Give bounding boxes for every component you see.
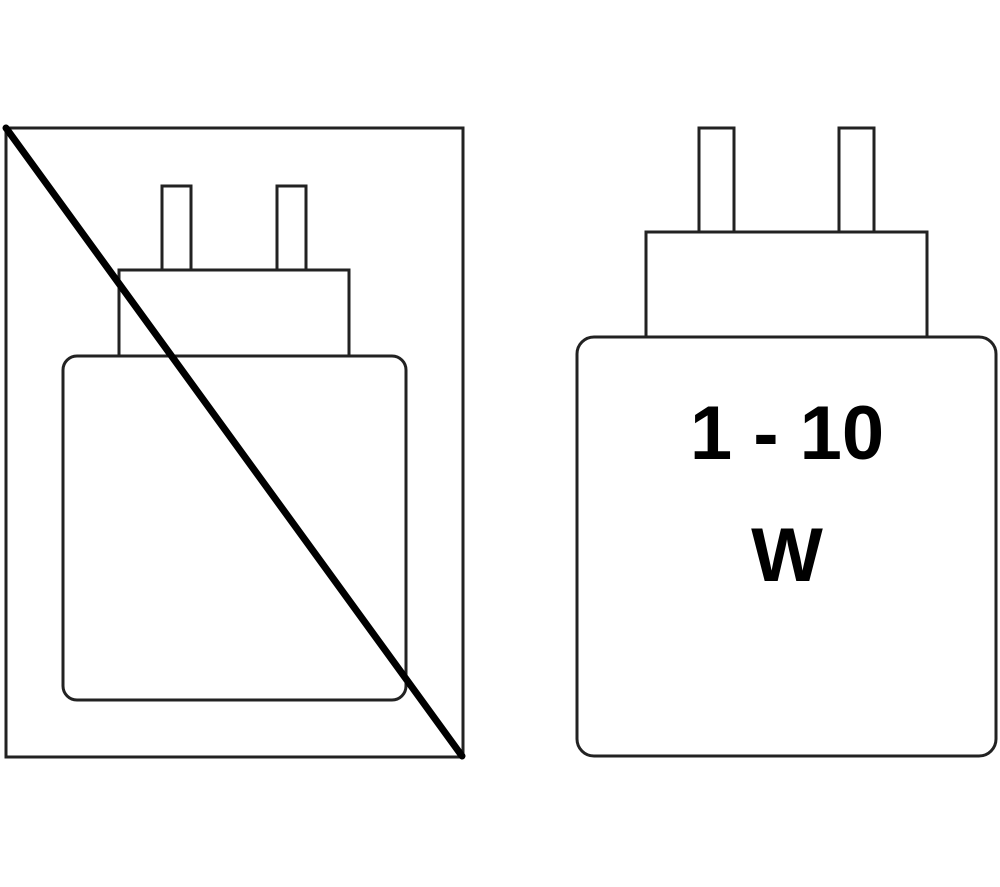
wattage-unit-label: W <box>751 513 823 598</box>
right-charger-prong-left <box>697 126 736 234</box>
crossed-frame <box>4 126 465 759</box>
left-charger-prong-right <box>275 184 308 272</box>
right-charger-body <box>575 335 998 758</box>
left-charger-prong-left <box>160 184 193 272</box>
left-charger-neck <box>117 268 351 359</box>
strike-through-line <box>2 124 466 760</box>
right-charger-neck <box>644 230 929 340</box>
no-charger-included-icon <box>2 124 466 760</box>
wattage-range-label: 1 - 10 <box>690 391 884 476</box>
charger-wattage-icon: 1 - 10 W <box>575 126 998 758</box>
right-charger-prong-right <box>837 126 876 234</box>
left-charger-body <box>61 354 408 702</box>
